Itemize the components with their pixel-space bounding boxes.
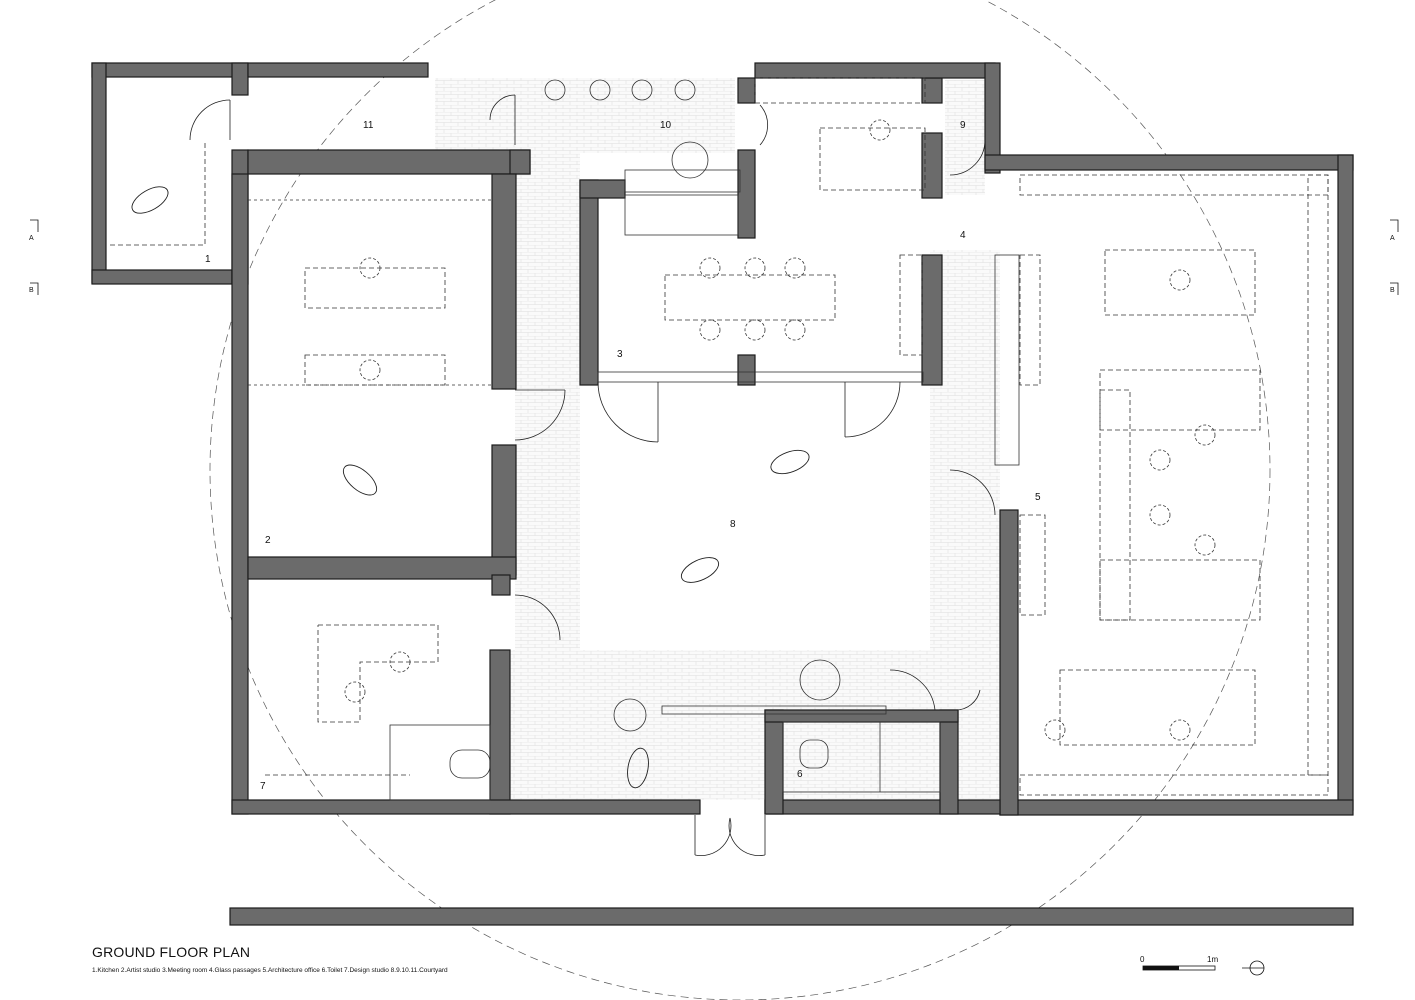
room-number-1: 1 [205,254,211,265]
room-number-7: 7 [260,781,266,792]
scale-bar [1142,965,1216,971]
room-number-4: 4 [960,230,966,241]
section-mark-a-right: A [1390,235,1395,242]
room-number-5: 5 [1035,492,1041,503]
plan-title: GROUND FLOOR PLAN [92,944,251,960]
fixtures [389,724,829,801]
room-number-11: 11 [363,120,374,131]
walls [91,62,1354,926]
room-number-2: 2 [265,535,271,546]
scale-end-label: 1m [1207,955,1219,964]
section-mark-b-right: B [1390,287,1395,294]
room-legend: 1.Kitchen 2.Artist studio 3.Meeting room… [92,967,448,974]
north-arrow-icon [1242,960,1265,976]
room-number-9: 9 [960,120,966,131]
room-number-3: 3 [617,349,623,360]
room-number-8: 8 [730,519,736,530]
furniture [110,77,1329,796]
doors [189,94,996,856]
paving [435,78,1000,800]
scale-start-label: 0 [1140,955,1145,964]
section-mark-b-left: B [29,287,34,294]
chairs [344,119,1216,741]
dashed-circle [209,0,1271,1000]
room-number-10: 10 [660,120,672,131]
section-mark-a-left: A [29,235,34,242]
plants [544,79,841,732]
section-markers [30,219,1399,295]
room-number-6: 6 [797,769,803,780]
people [131,186,810,789]
